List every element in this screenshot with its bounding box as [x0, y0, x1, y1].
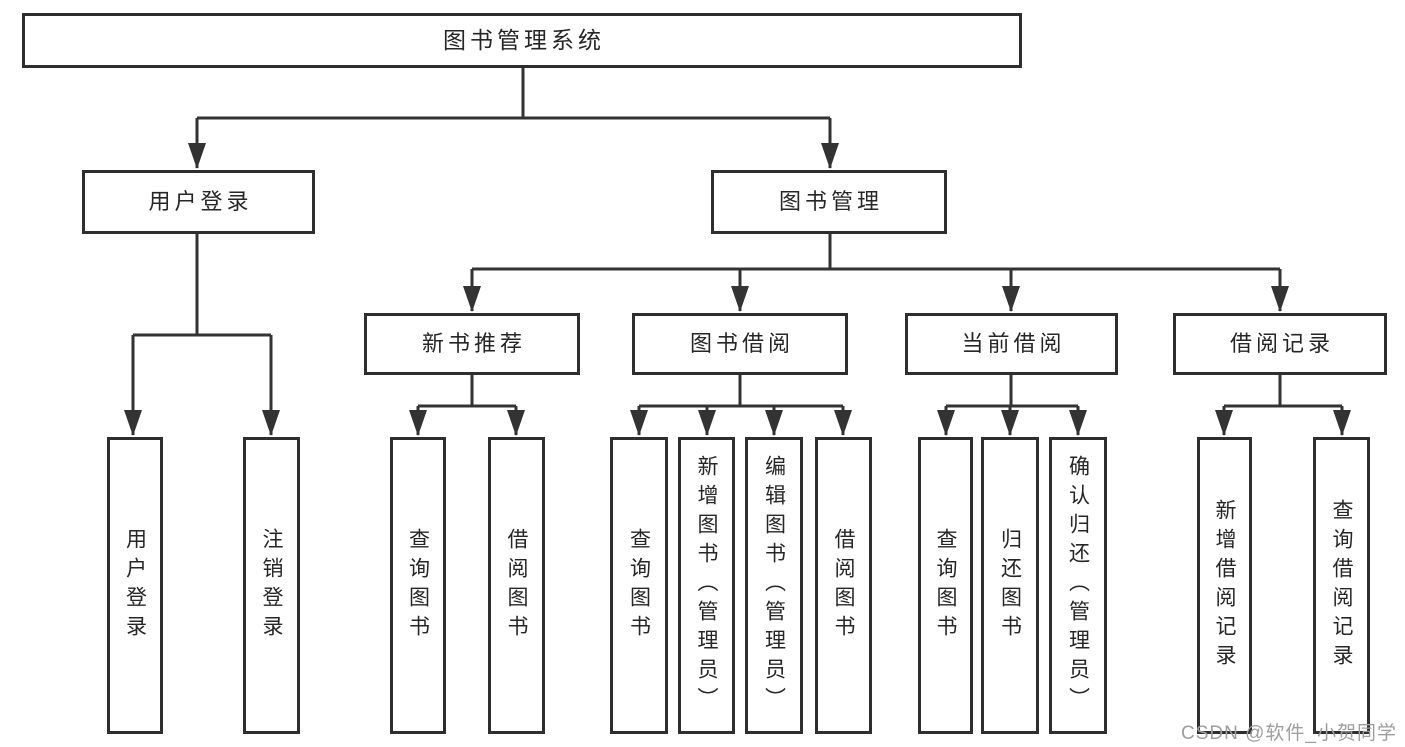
node-label: 归还图书 [998, 527, 1022, 644]
connector-new-book-trunk [418, 375, 516, 408]
connector-user-login-trunk [133, 234, 271, 337]
leaf-confirm-return-admin: 确认归还（管理员） [1049, 437, 1107, 734]
node-current-borrow: 当前借阅 [905, 313, 1118, 375]
node-label: 用户登录 [148, 189, 253, 214]
leaf-add-borrow-record: 新增借阅记录 [1197, 437, 1252, 734]
node-label: 图书管理 [778, 189, 883, 214]
connector-book-management-trunk [472, 234, 1280, 271]
leaf-query-borrow-record: 查询借阅记录 [1313, 437, 1370, 734]
node-book-borrow: 图书借阅 [632, 313, 848, 375]
connector-root-trunk [197, 68, 830, 120]
leaf-query-book-3: 查询图书 [918, 437, 973, 734]
node-borrow-record: 借阅记录 [1173, 313, 1387, 375]
node-label: 借阅图书 [832, 527, 855, 644]
leaf-query-book-2: 查询图书 [610, 437, 668, 734]
connector-current-borrow-trunk [946, 375, 1078, 408]
node-label: 查询图书 [934, 527, 957, 644]
node-user-login: 用户登录 [82, 170, 315, 234]
node-new-book-recommend: 新书推荐 [364, 313, 580, 375]
leaf-user-login: 用户登录 [107, 437, 163, 734]
node-label: 新增图书（管理员） [695, 455, 718, 716]
node-book-management: 图书管理 [711, 170, 947, 234]
node-label: 注销登录 [260, 527, 283, 644]
node-label: 查询借阅记录 [1330, 498, 1353, 673]
node-label: 图书管理系统 [443, 27, 605, 53]
node-label: 当前借阅 [961, 331, 1066, 356]
leaf-add-book-admin: 新增图书（管理员） [678, 437, 735, 734]
connector-book-borrow-trunk [639, 375, 843, 408]
leaf-return-book: 归还图书 [981, 437, 1039, 734]
node-label: 查询图书 [627, 527, 651, 644]
node-label: 新增借阅记录 [1213, 498, 1236, 673]
node-label: 编辑图书（管理员） [762, 455, 786, 716]
node-label: 图书借阅 [689, 331, 794, 356]
node-library-management-system: 图书管理系统 [22, 13, 1022, 68]
node-label: 新书推荐 [421, 331, 526, 356]
node-label: 借阅图书 [505, 527, 528, 644]
leaf-borrow-book-1: 借阅图书 [488, 437, 545, 734]
leaf-logout: 注销登录 [243, 437, 300, 734]
leaf-borrow-book-2: 借阅图书 [815, 437, 872, 734]
node-label: 用户登录 [123, 527, 147, 644]
node-label: 确认归还（管理员） [1066, 455, 1090, 716]
csdn-watermark: CSDN @软件_小贺同学 [1181, 723, 1397, 744]
node-label: 查询图书 [406, 527, 430, 644]
leaf-edit-book-admin: 编辑图书（管理员） [745, 437, 803, 734]
connector-borrow-record-trunk [1224, 375, 1342, 408]
leaf-query-book-1: 查询图书 [390, 437, 446, 734]
node-label: 借阅记录 [1229, 331, 1334, 356]
